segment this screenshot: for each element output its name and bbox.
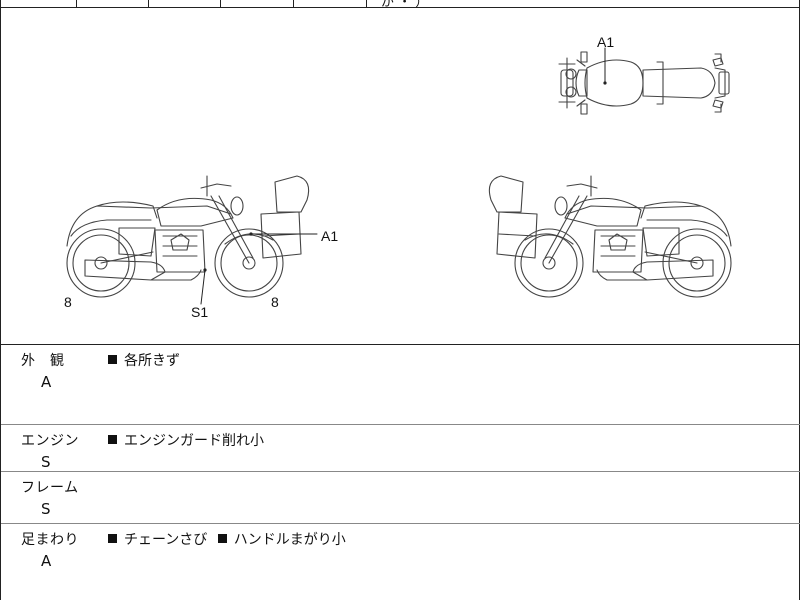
mark-left-front-wheel: 8 — [271, 294, 279, 310]
section-label: エンジン — [21, 433, 79, 449]
header-cell-divider — [366, 0, 367, 8]
header-table-strip: が ・ ） — [1, 0, 800, 10]
section-label: フレーム — [21, 480, 79, 496]
section-frame: フレーム S — [1, 472, 800, 524]
section-grade: S — [41, 453, 51, 471]
section-notes: 各所きず — [108, 350, 186, 370]
mark-top-view: A1 — [597, 34, 614, 50]
bullet-icon — [108, 435, 117, 444]
header-cell-divider — [293, 0, 294, 8]
header-cell-divider — [148, 0, 149, 8]
section-notes: チェーンさび ハンドルまがり小 — [108, 529, 352, 549]
header-cell-divider — [76, 0, 77, 8]
note-item: 各所きず — [124, 353, 180, 369]
header-cell-divider — [220, 0, 221, 8]
section-notes: エンジンガード削れ小 — [108, 430, 270, 450]
section-label: 外 観 — [21, 353, 65, 369]
section-engine: エンジン S エンジンガード削れ小 — [1, 425, 800, 472]
header-fragment: が ・ ） — [381, 0, 429, 10]
motorcycle-diagram: A1 A1 S1 8 8 — [1, 8, 800, 345]
bullet-icon — [108, 355, 117, 364]
bullet-icon — [108, 534, 117, 543]
mark-left-tank: A1 — [321, 228, 338, 244]
section-exterior: 外 観 A 各所きず — [1, 345, 800, 425]
right-side-motorcycle — [488, 175, 732, 298]
note-item: エンジンガード削れ小 — [124, 433, 264, 449]
top-view-motorcycle — [558, 51, 730, 115]
motorcycle-diagram-svg: A1 A1 S1 8 8 — [64, 34, 732, 320]
note-item: チェーンさび — [124, 532, 208, 548]
section-suspension: 足まわり A チェーンさび ハンドルまがり小 — [1, 524, 800, 600]
section-label: 足まわり — [21, 532, 79, 548]
mark-left-engine: S1 — [191, 304, 208, 320]
section-grade: A — [41, 552, 52, 570]
note-item: ハンドルまがり小 — [233, 532, 346, 548]
section-grade: A — [41, 373, 52, 391]
section-grade: S — [41, 500, 51, 518]
left-side-motorcycle — [66, 175, 310, 298]
bullet-icon — [217, 534, 227, 543]
mark-left-rear-wheel: 8 — [64, 294, 72, 310]
